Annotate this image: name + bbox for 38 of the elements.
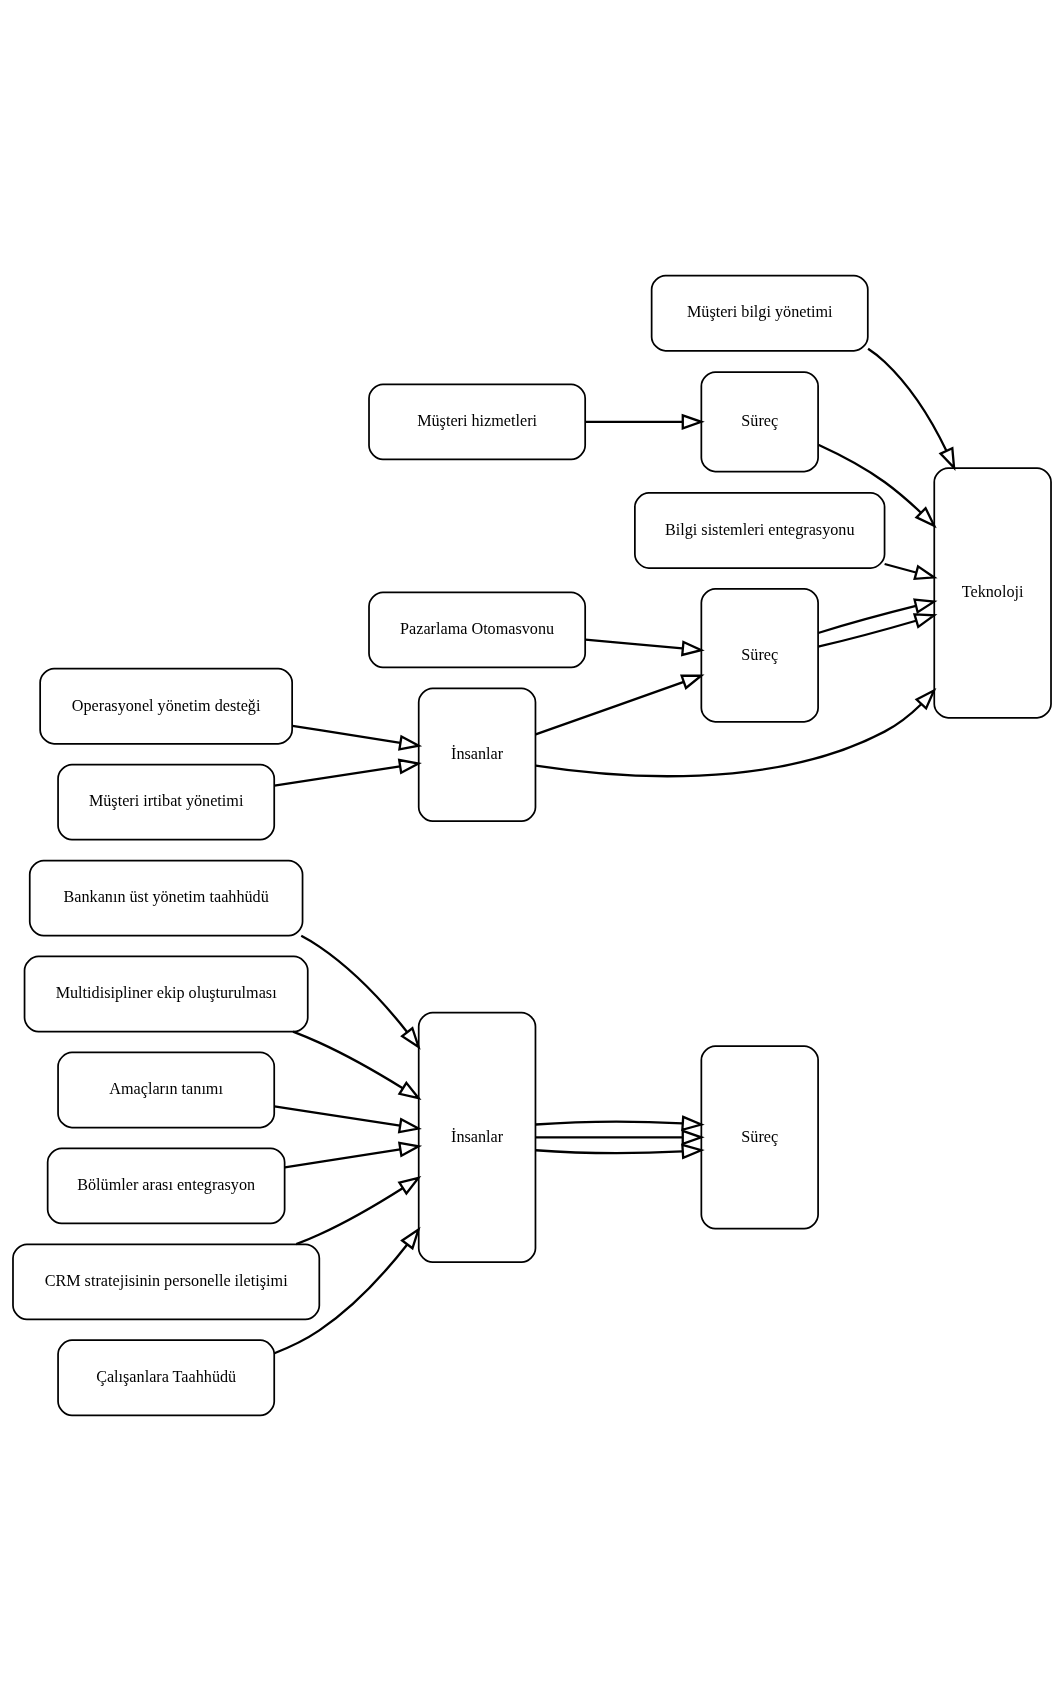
node-box: Pazarlama Otomasvonu: [368, 591, 587, 668]
arrow: [535, 1128, 705, 1145]
node-box: Teknoloji: [933, 466, 1052, 719]
node-box: CRM stratejisinin personelle iletişimi: [12, 1242, 321, 1320]
node-box: Süreç: [700, 587, 819, 723]
arrow: [284, 1140, 423, 1169]
arrow: [274, 1226, 421, 1354]
arrow: [585, 413, 705, 430]
arrow: [274, 1104, 422, 1134]
arrow: [585, 638, 705, 656]
arrow: [295, 1175, 422, 1245]
node-box: Müşteri hizmetleri: [368, 382, 587, 460]
arrow: [292, 724, 423, 751]
arrow: [274, 758, 422, 787]
arrow: [535, 1114, 705, 1131]
arrow: [300, 934, 421, 1050]
node-box: Süreç: [700, 1044, 819, 1230]
node-box: Bölümler arası entegrasyon: [46, 1147, 286, 1224]
arrow: [817, 443, 937, 528]
node-box: İnsanlar: [417, 1011, 537, 1263]
node-box: Bilgi sistemleri entegrasyonu: [634, 491, 886, 569]
node-box: Çalışanlara Taahhüdü: [57, 1338, 276, 1416]
node-box: Bankanın üst yönetim taahhüdü: [28, 859, 304, 937]
arrow: [884, 562, 938, 580]
arrow: [292, 1030, 422, 1100]
node-box: Süreç: [700, 370, 819, 472]
arrow: [817, 597, 938, 634]
arrow: [535, 1142, 705, 1160]
node-box: Müşteri bilgi yönetimi: [650, 274, 869, 352]
node-box: İnsanlar: [417, 686, 537, 822]
arrow: [867, 347, 956, 471]
node-box: Müşteri irtibat yönetimi: [57, 763, 276, 841]
arrow: [817, 612, 938, 648]
node-box: Operasyonel yönetim desteği: [39, 667, 293, 745]
node-box: Amaçların tanımı: [57, 1051, 276, 1128]
arrow: [535, 674, 705, 735]
node-box: Multidisipliner ekip oluşturulması: [23, 955, 309, 1032]
arrow: [535, 687, 937, 777]
